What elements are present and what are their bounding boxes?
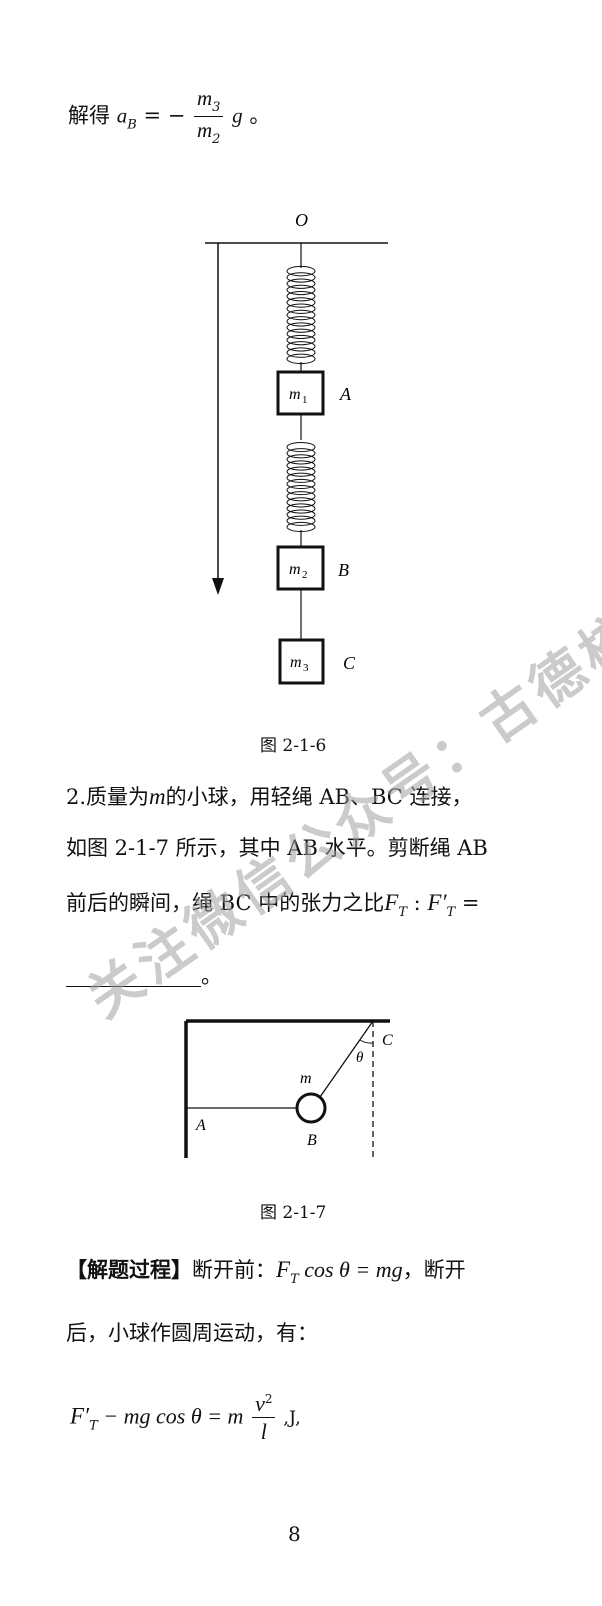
p2-Fprime: F′ — [427, 890, 447, 915]
page-number: 8 — [288, 1522, 301, 1546]
equals-minus: = − — [143, 103, 186, 128]
p2-end: 。 — [201, 964, 222, 988]
eq-T: T — [89, 1418, 98, 1434]
label-C: C — [343, 653, 356, 673]
num-sub: 3 — [212, 100, 221, 115]
solution-equation: F′T − mg cos θ = m v2 l ,J, — [70, 1393, 301, 1443]
block-b-sub: 2 — [302, 569, 308, 581]
sol-expr1: cos θ = mg — [298, 1257, 403, 1282]
fig2-label-A: A — [195, 1117, 206, 1134]
fig2-label-theta: θ — [356, 1050, 364, 1066]
answer-blank-line: 。 — [66, 966, 222, 987]
problem2-line3: 前后的瞬间，绳 BC 中的张力之比FT : F′T = — [66, 891, 479, 919]
result-line: 解得 aB = − m3 m2 g 。 — [68, 86, 271, 147]
sol-T: T — [290, 1272, 299, 1287]
solution-line1: 【解题过程】断开前：FT cos θ = mg，断开 — [66, 1258, 466, 1286]
p2-text-c: 前后的瞬间，绳 BC 中的张力之比 — [66, 891, 385, 915]
num-m: m — [197, 86, 213, 110]
eq-expr2: − mg cos θ = m — [97, 1403, 244, 1429]
p2-T2: T — [446, 905, 456, 920]
eq-tail: ,J, — [277, 1407, 301, 1429]
answer-blank[interactable] — [66, 966, 201, 987]
label-B: B — [338, 560, 349, 580]
problem2-line2: 如图 2-1-7 所示，其中 AB 水平。剪断绳 AB — [66, 836, 488, 860]
figure-pendulum: C θ m A B — [184, 1019, 393, 1160]
solution-tag: 【解题过程】 — [66, 1257, 192, 1282]
block-c — [278, 638, 325, 685]
sub-B: B — [127, 117, 137, 133]
figure1-caption: 图 2-1-6 — [260, 736, 327, 756]
spring-lower — [286, 441, 316, 533]
figure-spring-system: O A B C m 1 m 2 m 3 — [205, 210, 388, 685]
fig2-label-m: m — [300, 1070, 312, 1087]
p2-F: F — [384, 890, 399, 915]
spring-upper — [286, 265, 316, 365]
den-sub: 2 — [212, 132, 221, 147]
fig2-label-C: C — [382, 1032, 393, 1049]
block-a-sub: 1 — [302, 394, 308, 406]
block-a — [276, 370, 325, 416]
eq-l: l — [260, 1419, 267, 1444]
eq-sq: 2 — [264, 1392, 273, 1406]
label-A: A — [339, 384, 352, 404]
solution-line2: 后，小球作圆周运动，有： — [66, 1321, 318, 1345]
fraction-m3-m2: m3 m2 — [194, 86, 224, 147]
fig2-label-B: B — [307, 1132, 317, 1149]
problem2-line1: 2.质量为m的小球，用轻绳 AB、BC 连接， — [66, 785, 473, 808]
block-c-sub: 3 — [303, 662, 309, 674]
var-g: g — [232, 103, 243, 128]
label-O: O — [295, 210, 308, 230]
block-c-m: m — [290, 654, 302, 671]
period: 。 — [249, 103, 271, 128]
den-m: m — [197, 118, 213, 142]
p2-text-a: 2.质量为 — [66, 785, 150, 809]
block-b — [276, 545, 325, 591]
block-a-m: m — [289, 386, 301, 403]
ball — [295, 1092, 327, 1124]
solution-text1: 断开前： — [192, 1258, 276, 1282]
eq-Fprime: F′ — [70, 1403, 90, 1429]
eq-v: v — [255, 1391, 265, 1416]
p2-colon: : — [406, 891, 428, 915]
p2-text-b: 的小球，用轻绳 AB、BC 连接， — [165, 785, 473, 809]
p2-eq: = — [455, 891, 480, 915]
var-a: a — [116, 103, 128, 128]
figure2-caption: 图 2-1-7 — [260, 1203, 327, 1223]
sol-F: F — [276, 1257, 291, 1282]
p2-var-m: m — [149, 784, 166, 809]
result-prefix: 解得 — [68, 103, 110, 128]
fraction-v2-l: v2 l — [252, 1391, 276, 1444]
solution-text2: ，断开 — [402, 1258, 466, 1282]
block-b-m: m — [289, 561, 301, 578]
p2-T: T — [398, 905, 407, 920]
